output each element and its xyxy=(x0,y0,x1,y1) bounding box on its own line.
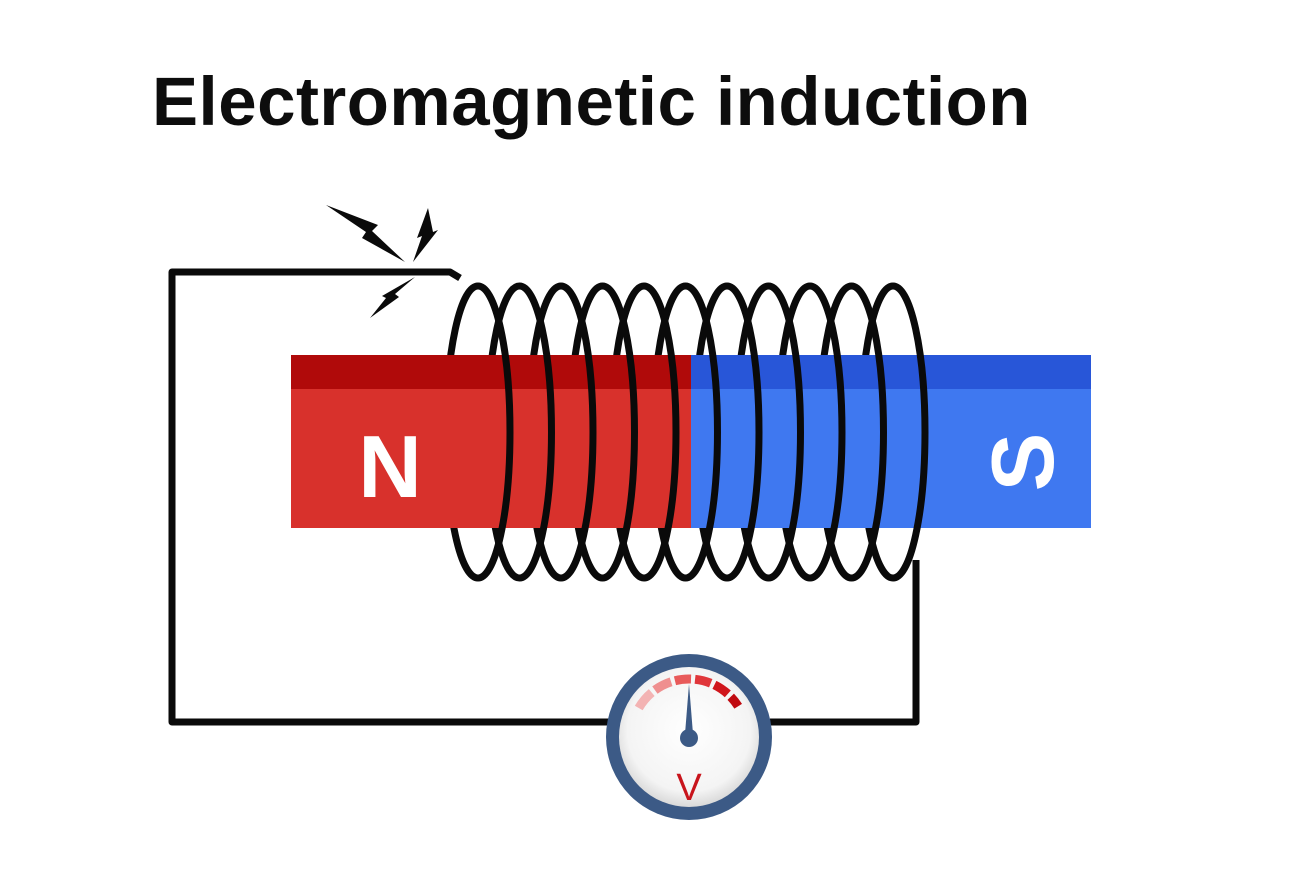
coil-loop-front xyxy=(768,282,804,582)
voltmeter-needle xyxy=(685,684,693,734)
voltmeter-scale-segment xyxy=(727,693,743,709)
voltmeter-scale xyxy=(634,674,743,711)
coil-loop-front xyxy=(726,282,763,582)
coil-loop-front xyxy=(892,282,929,582)
coil-loop-front xyxy=(602,282,638,582)
coil-front xyxy=(477,282,929,582)
magnet-south-top-edge xyxy=(691,355,1091,389)
bar-magnet: N S xyxy=(291,355,1091,528)
voltmeter-scale-segment xyxy=(652,677,673,694)
coil-loop-front xyxy=(477,282,514,582)
north-pole-label: N xyxy=(358,417,422,516)
lightning-bolt-icon xyxy=(413,208,438,262)
diagram-title: Electromagnetic induction xyxy=(152,63,1031,140)
voltmeter-scale-segment xyxy=(634,689,655,711)
magnet-north-top-edge xyxy=(291,355,691,389)
lightning-bolt-icon xyxy=(370,277,415,318)
coil-loop-front xyxy=(851,282,887,582)
coil-loop-front xyxy=(685,282,721,582)
voltmeter: V xyxy=(606,654,772,820)
circuit-wire-right xyxy=(770,560,920,726)
south-pole-label: S xyxy=(973,433,1072,492)
voltmeter-scale-segment xyxy=(673,674,692,686)
coil-loop-front xyxy=(809,282,846,582)
voltmeter-scale-segment xyxy=(694,674,713,688)
voltmeter-scale-segment xyxy=(712,680,731,698)
voltmeter-pivot xyxy=(680,729,698,747)
circuit-wire xyxy=(168,268,610,726)
spark-lightning-icon xyxy=(326,205,438,318)
lightning-bolt-icon xyxy=(326,205,405,262)
coil-loop-front xyxy=(560,282,597,582)
voltmeter-unit-label: V xyxy=(676,767,702,809)
coil-loop-front xyxy=(519,282,555,582)
coil-loop-front xyxy=(643,282,680,582)
